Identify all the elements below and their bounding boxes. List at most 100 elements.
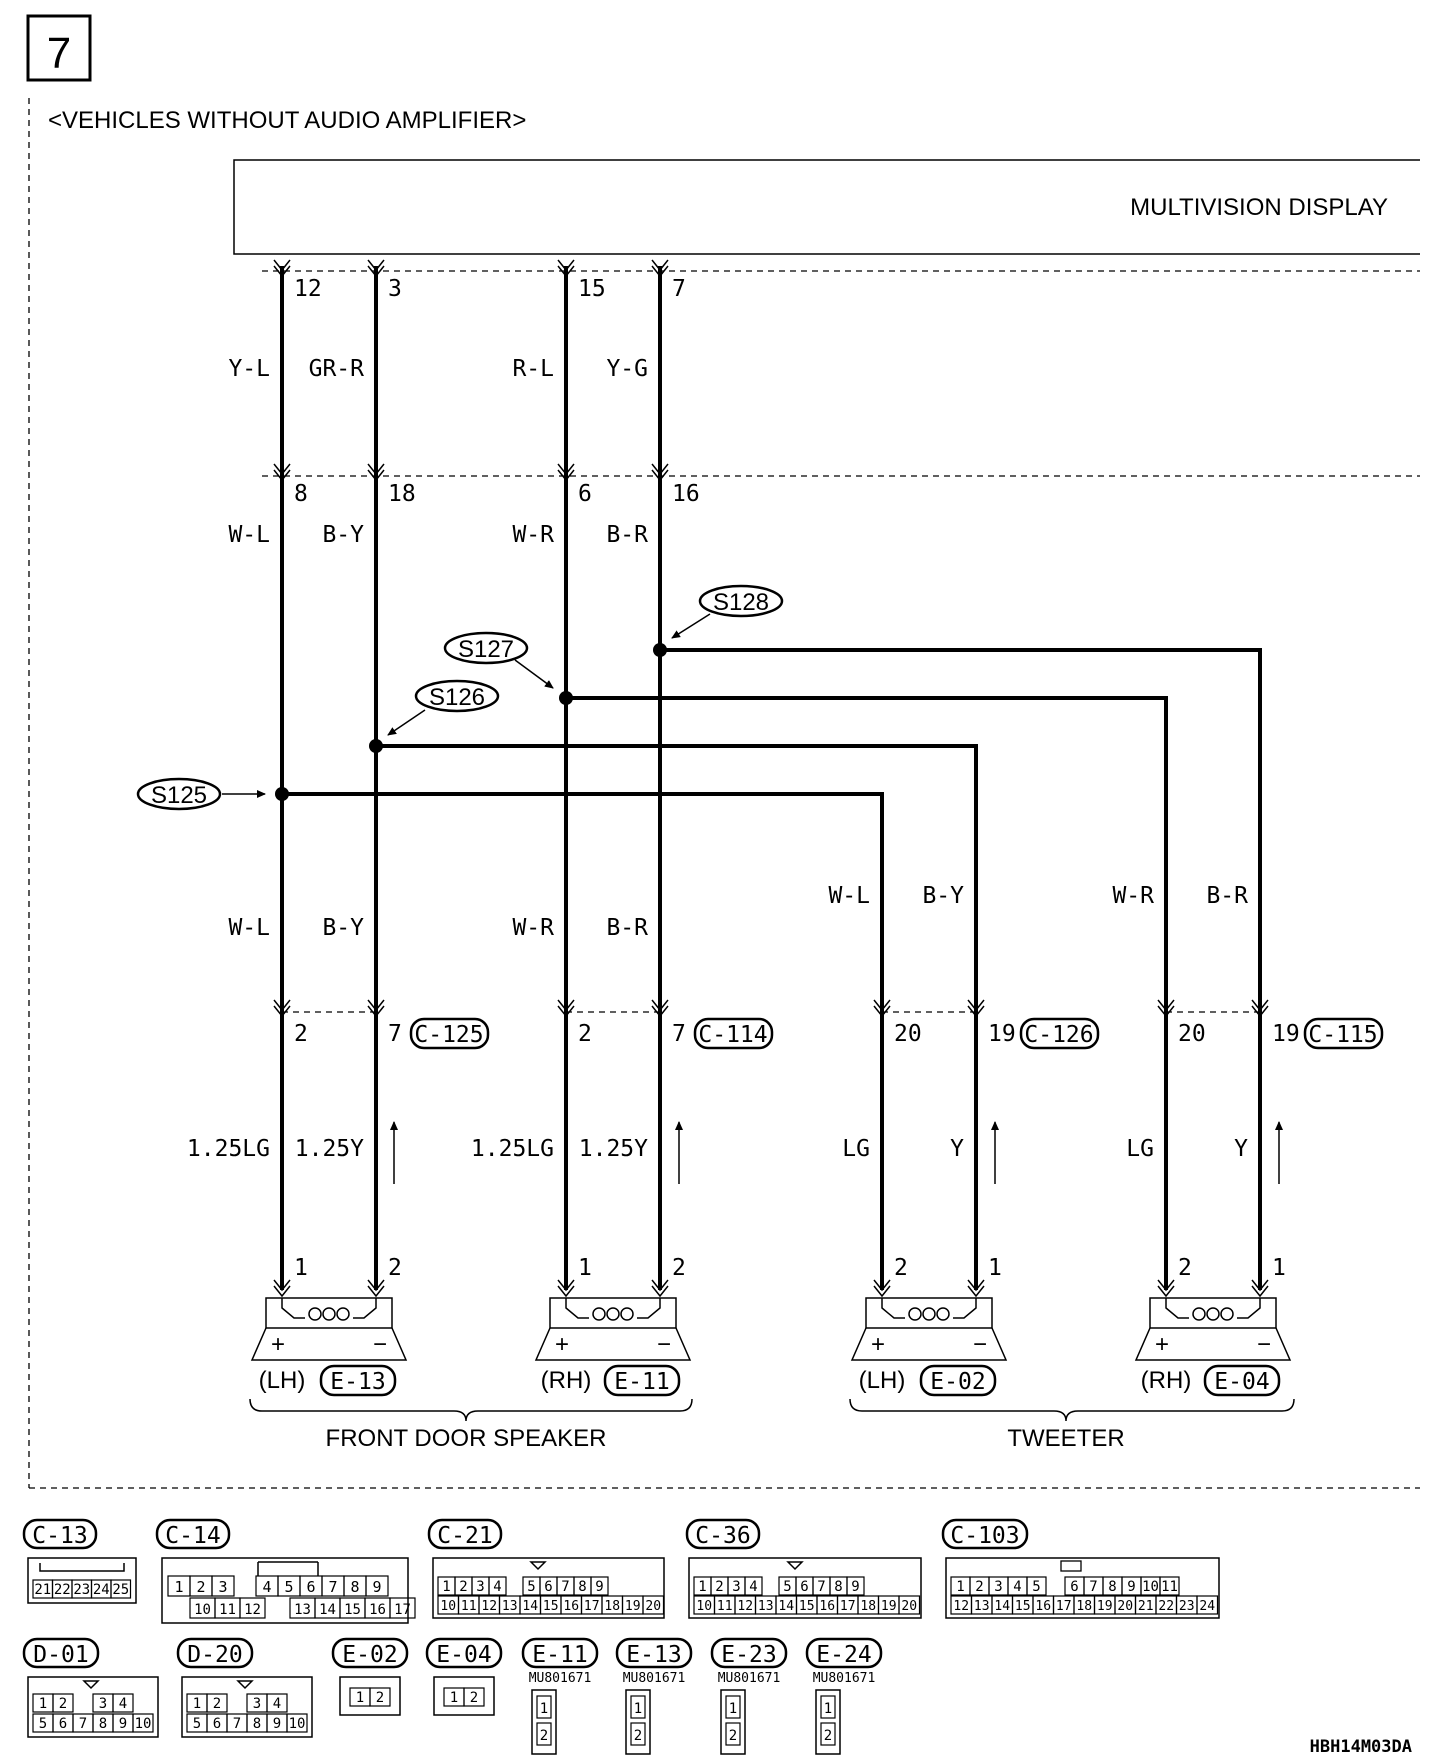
pin-cell bbox=[630, 1722, 646, 1746]
device-pin: 2 bbox=[894, 1255, 908, 1281]
tweeter-label: TWEETER bbox=[1007, 1425, 1124, 1452]
pin-number: 12 bbox=[481, 1599, 497, 1614]
pin-number: 14 bbox=[319, 1602, 336, 1618]
pin-number: 13 bbox=[758, 1599, 774, 1614]
pin-number: 9 bbox=[595, 1579, 603, 1595]
connector-views: C-13 C-14 C-21 C-36 C-103 D-01 D-20 E-02… bbox=[22, 1518, 1220, 1755]
joint-pin: 2 bbox=[294, 1021, 308, 1047]
wire-color-y: Y bbox=[1234, 1136, 1248, 1162]
pin-cell bbox=[846, 1576, 865, 1596]
pin-number: 8 bbox=[834, 1579, 842, 1595]
pin-number: 4 bbox=[273, 1696, 281, 1712]
wire-color-lg: LG bbox=[1126, 1136, 1154, 1162]
plus-sign: + bbox=[271, 1331, 285, 1358]
terminal-mark bbox=[273, 259, 291, 278]
wire-tweeter-rh-pos bbox=[660, 648, 1262, 1290]
minus-sign: − bbox=[373, 1331, 387, 1358]
minus-sign: − bbox=[1257, 1331, 1271, 1358]
pin-cell bbox=[211, 1575, 235, 1597]
pin-cell bbox=[820, 1722, 836, 1746]
terminal-mark bbox=[967, 999, 985, 1018]
pin-number: 7 bbox=[561, 1579, 569, 1595]
pin-cell bbox=[389, 1597, 416, 1619]
connector-e-02-label: E-02 bbox=[930, 1369, 985, 1395]
connector-c-114-label: C-114 bbox=[698, 1022, 767, 1048]
ecu-pins: 12 3 15 7 bbox=[294, 276, 686, 302]
device-side-rh: (RH) bbox=[1141, 1367, 1192, 1394]
ecu-pin-7: 7 bbox=[672, 276, 686, 302]
device-pins: 1 2 1 2 2 1 2 1 bbox=[294, 1255, 1286, 1281]
pin-number: 5 bbox=[284, 1578, 293, 1596]
splice-s125-label: S125 bbox=[151, 782, 207, 809]
voice-coil-icon bbox=[592, 1307, 606, 1321]
pin-number: 7 bbox=[817, 1579, 825, 1595]
tweeter-wire-color-b-y: B-Y bbox=[922, 883, 964, 909]
speaker-housing bbox=[265, 1297, 393, 1329]
connector-e-11-label: E-11 bbox=[614, 1369, 669, 1395]
wire-color-r-l: R-L bbox=[512, 356, 554, 382]
terminal-mark bbox=[873, 999, 891, 1018]
part-number: MU801671 bbox=[529, 1671, 592, 1686]
minus-sign: − bbox=[973, 1331, 987, 1358]
ecu-pin-15: 15 bbox=[578, 276, 606, 302]
wire-color-y-l: Y-L bbox=[228, 356, 270, 382]
pin-number: 3 bbox=[994, 1579, 1002, 1595]
terminal-mark bbox=[367, 463, 385, 482]
page-number-box bbox=[26, 14, 92, 82]
speaker-cone bbox=[850, 1327, 1008, 1361]
connector-e-23-view-label: E-23 bbox=[721, 1642, 776, 1668]
speaker-cone bbox=[250, 1327, 408, 1361]
pin-number: 17 bbox=[1056, 1599, 1072, 1614]
terminal-mark bbox=[367, 999, 385, 1018]
device-side-rh: (RH) bbox=[541, 1367, 592, 1394]
two-pin-housing bbox=[720, 1689, 746, 1755]
pin-number: 7 bbox=[79, 1716, 87, 1732]
pin-number: 4 bbox=[262, 1578, 271, 1596]
pin-number: 6 bbox=[59, 1716, 67, 1732]
pin-number: 5 bbox=[527, 1579, 535, 1595]
joint-pin: 7 bbox=[388, 1021, 402, 1047]
terminal-mark bbox=[651, 463, 669, 482]
pin-number: 1 bbox=[39, 1696, 47, 1712]
connector-d-01-label: D-01 bbox=[33, 1642, 88, 1668]
terminal-mark bbox=[367, 259, 385, 278]
pin-cell bbox=[1196, 1595, 1219, 1615]
pin-number: 2 bbox=[196, 1578, 205, 1596]
pin-number: 6 bbox=[1070, 1579, 1078, 1595]
pin-number: 5 bbox=[783, 1579, 791, 1595]
pin-number: 3 bbox=[732, 1579, 740, 1595]
pin-number: 15 bbox=[799, 1599, 815, 1614]
device-pin: 2 bbox=[672, 1255, 686, 1281]
section-frame bbox=[28, 98, 1420, 1489]
pin-number: 13 bbox=[502, 1599, 518, 1614]
part-number: MU801671 bbox=[623, 1671, 686, 1686]
pin-number: 9 bbox=[851, 1579, 859, 1595]
pin-number: 19 bbox=[881, 1599, 897, 1614]
pin-cell bbox=[630, 1695, 646, 1719]
pin-number: 20 bbox=[645, 1599, 661, 1614]
speaker-cone bbox=[1134, 1327, 1292, 1361]
voice-coil-icon bbox=[322, 1307, 336, 1321]
pin-number: 6 bbox=[306, 1578, 315, 1596]
wire-color-w-r: W-R bbox=[512, 522, 554, 548]
connector-e-02-view-label: E-02 bbox=[342, 1642, 397, 1668]
pin-number: 17 bbox=[394, 1602, 411, 1618]
terminal-mark bbox=[651, 999, 669, 1018]
connector-c-21-label: C-21 bbox=[437, 1523, 492, 1549]
pin-number: 6 bbox=[213, 1716, 221, 1732]
pin-number: 2 bbox=[459, 1579, 467, 1595]
pin-number: 12 bbox=[244, 1602, 261, 1618]
mid-pin-8: 8 bbox=[294, 481, 308, 507]
pin-number: 16 bbox=[1035, 1599, 1051, 1614]
terminal-mark bbox=[273, 1279, 291, 1298]
part-number: MU801671 bbox=[718, 1671, 781, 1686]
pin-cell bbox=[463, 1687, 485, 1707]
pin-number: 2 bbox=[824, 1728, 832, 1744]
pin-number: 3 bbox=[218, 1578, 227, 1596]
pin-cell bbox=[1026, 1576, 1047, 1596]
speaker-lead bbox=[881, 1298, 977, 1319]
voice-coil-icon bbox=[908, 1307, 922, 1321]
multivision-display-label: MULTIVISION DISPLAY bbox=[1130, 194, 1388, 221]
mid-wire-colors: W-L B-Y W-R B-R bbox=[228, 522, 648, 548]
figure-code: HBH14M03DA bbox=[1310, 1737, 1412, 1757]
